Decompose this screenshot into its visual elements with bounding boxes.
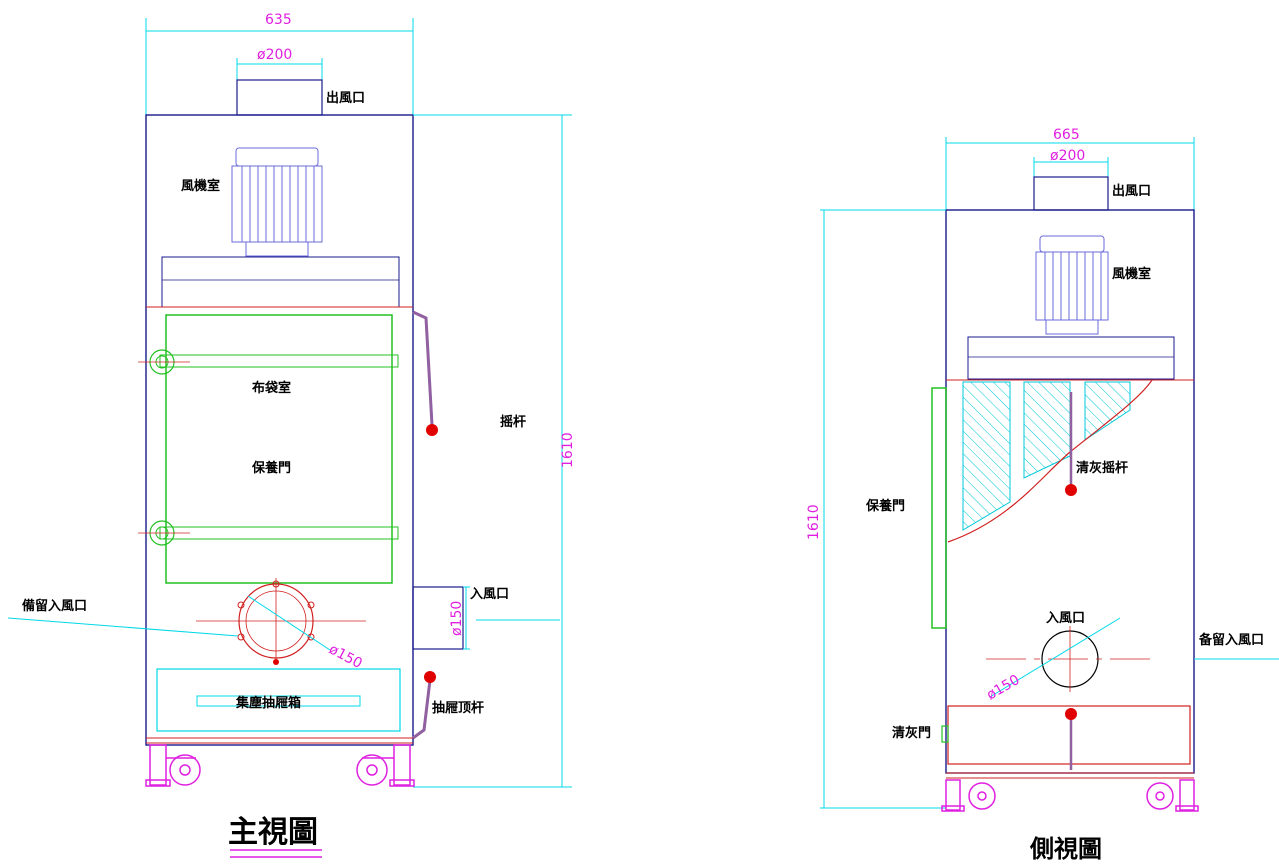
side-view: 665 ø200 出風口 風機室 xyxy=(806,127,1279,863)
front-fan-plate xyxy=(161,256,400,308)
front-shake-rod-label: 摇杆 xyxy=(500,414,526,430)
front-drawer-rod xyxy=(412,679,432,740)
side-fan-plate xyxy=(967,336,1175,380)
front-width-dimension xyxy=(145,18,414,115)
front-hinge-bottom xyxy=(138,520,399,546)
side-inlet-dia-text: ø150 xyxy=(984,672,1023,704)
front-base xyxy=(146,737,413,744)
side-drawer-rod-knob xyxy=(1065,708,1077,720)
side-inlet-label: 入風口 xyxy=(1046,611,1085,626)
front-cabinet xyxy=(145,114,414,746)
front-caster-left xyxy=(145,744,201,787)
side-width-dimension xyxy=(945,137,1195,210)
side-fan-room-label: 風機室 xyxy=(1112,266,1151,282)
front-fan-motor xyxy=(231,147,323,257)
front-view: 635 ø200 出風口 風機室 xyxy=(7,12,576,858)
front-height-text: 1610 xyxy=(560,432,576,468)
front-hinge-top xyxy=(138,349,399,375)
side-clean-door-label: 清灰門 xyxy=(892,725,931,741)
side-maintenance-door-label: 保養門 xyxy=(865,498,905,514)
front-inlet-dia-text: ø150 xyxy=(449,601,465,636)
front-reserve-leader xyxy=(7,617,239,637)
front-shake-rod xyxy=(412,310,434,426)
side-caster-right xyxy=(1146,779,1199,812)
side-clean-rod-label: 清灰摇杆 xyxy=(1076,460,1128,476)
front-outlet-dia-text: ø200 xyxy=(257,47,292,63)
front-bag-room-label: 布袋室 xyxy=(252,380,291,396)
side-clean-door-handle xyxy=(941,725,949,743)
side-view-title: 側視圖 xyxy=(1029,834,1102,863)
front-drawer-rod-knob xyxy=(424,671,436,683)
side-filter-bags xyxy=(962,381,1131,531)
side-caster-left xyxy=(941,779,996,812)
side-outlet-dia-text: ø200 xyxy=(1050,148,1085,164)
front-reserve-dia-text: ø150 xyxy=(326,641,365,672)
side-height-text: 1610 xyxy=(806,504,822,540)
front-reserve-inlet xyxy=(196,578,366,665)
front-shake-rod-knob xyxy=(426,424,438,436)
side-base xyxy=(946,772,1194,779)
side-fan-motor xyxy=(1035,235,1109,335)
front-outlet-label: 出風口 xyxy=(326,90,365,106)
front-dust-drawer-label: 集塵抽屜箱 xyxy=(235,695,301,711)
front-inlet-label: 入風口 xyxy=(470,587,509,602)
side-clean-rod-knob xyxy=(1065,484,1077,496)
side-outlet-dimension xyxy=(1033,157,1109,177)
side-maintenance-door xyxy=(931,387,947,629)
side-reserve-inlet-label: 备留入風口 xyxy=(1198,632,1264,648)
front-dust-drawer xyxy=(156,668,401,732)
front-drawer-rod-label: 抽屜顶杆 xyxy=(432,700,484,716)
front-drawer-handle xyxy=(196,695,361,707)
side-outlet-label: 出風口 xyxy=(1112,183,1151,199)
front-reserve-inlet-label: 備留入風口 xyxy=(22,598,87,614)
side-width-text: 665 xyxy=(1053,127,1080,143)
front-outlet-dimension xyxy=(236,58,323,80)
front-maintenance-door-label: 保養門 xyxy=(251,460,291,476)
front-inlet-box xyxy=(412,586,464,650)
side-inlet xyxy=(986,617,1156,698)
side-height-dimension xyxy=(820,209,946,809)
front-outlet-box xyxy=(236,79,323,116)
front-view-title: 主視圖 xyxy=(228,815,318,850)
side-outlet-box xyxy=(1033,176,1109,211)
front-height-dimension xyxy=(413,114,572,788)
front-caster-right xyxy=(356,744,415,787)
front-width-text: 635 xyxy=(265,12,292,28)
front-fan-room-label: 風機室 xyxy=(181,178,220,194)
